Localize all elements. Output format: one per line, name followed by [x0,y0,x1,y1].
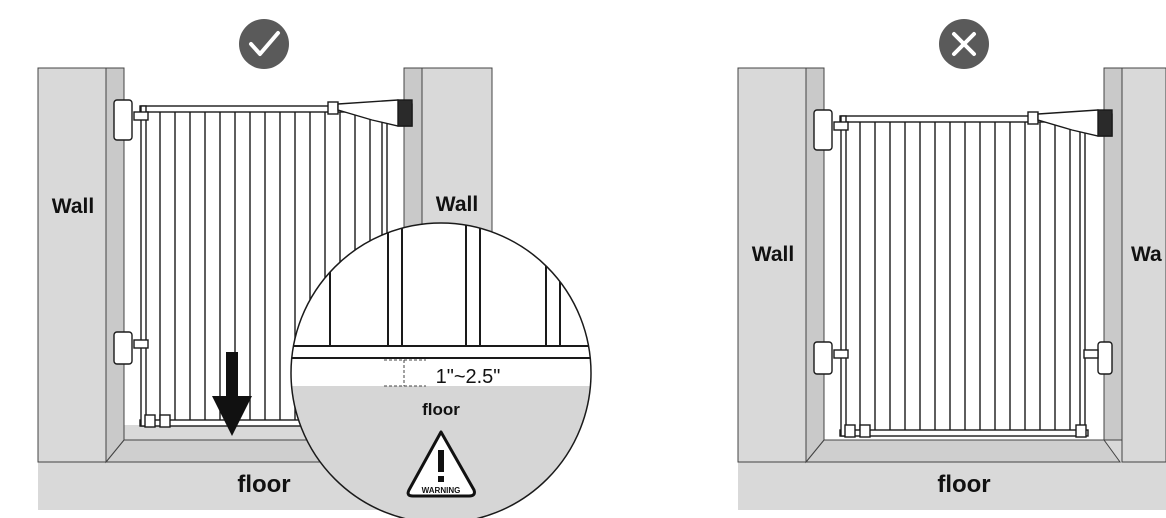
left-wall [37,67,125,464]
wall-label-left: Wall [52,195,94,218]
floor-label: floor [937,471,990,498]
check-icon [239,19,289,69]
safety-gate [113,99,413,428]
wall-label-right: Wall [436,193,478,216]
warning-label: WARNING [422,486,461,495]
floor-label: floor [237,471,290,498]
safety-gate [813,109,1113,438]
warning-triangle-icon [406,430,476,498]
wall-label-right: Wa [1131,243,1162,266]
panel-correct: Wall Wall floor [37,19,592,518]
panel-incorrect: Wall Wa floor [737,19,1166,510]
zoom-floor-label: floor [422,400,460,419]
cross-icon [939,19,989,69]
down-arrow-icon [212,352,252,436]
zoom-detail: 1"~2.5" floor WARNING [290,222,592,518]
wall-label-left: Wall [752,243,794,266]
gap-label: 1"~2.5" [436,366,501,388]
